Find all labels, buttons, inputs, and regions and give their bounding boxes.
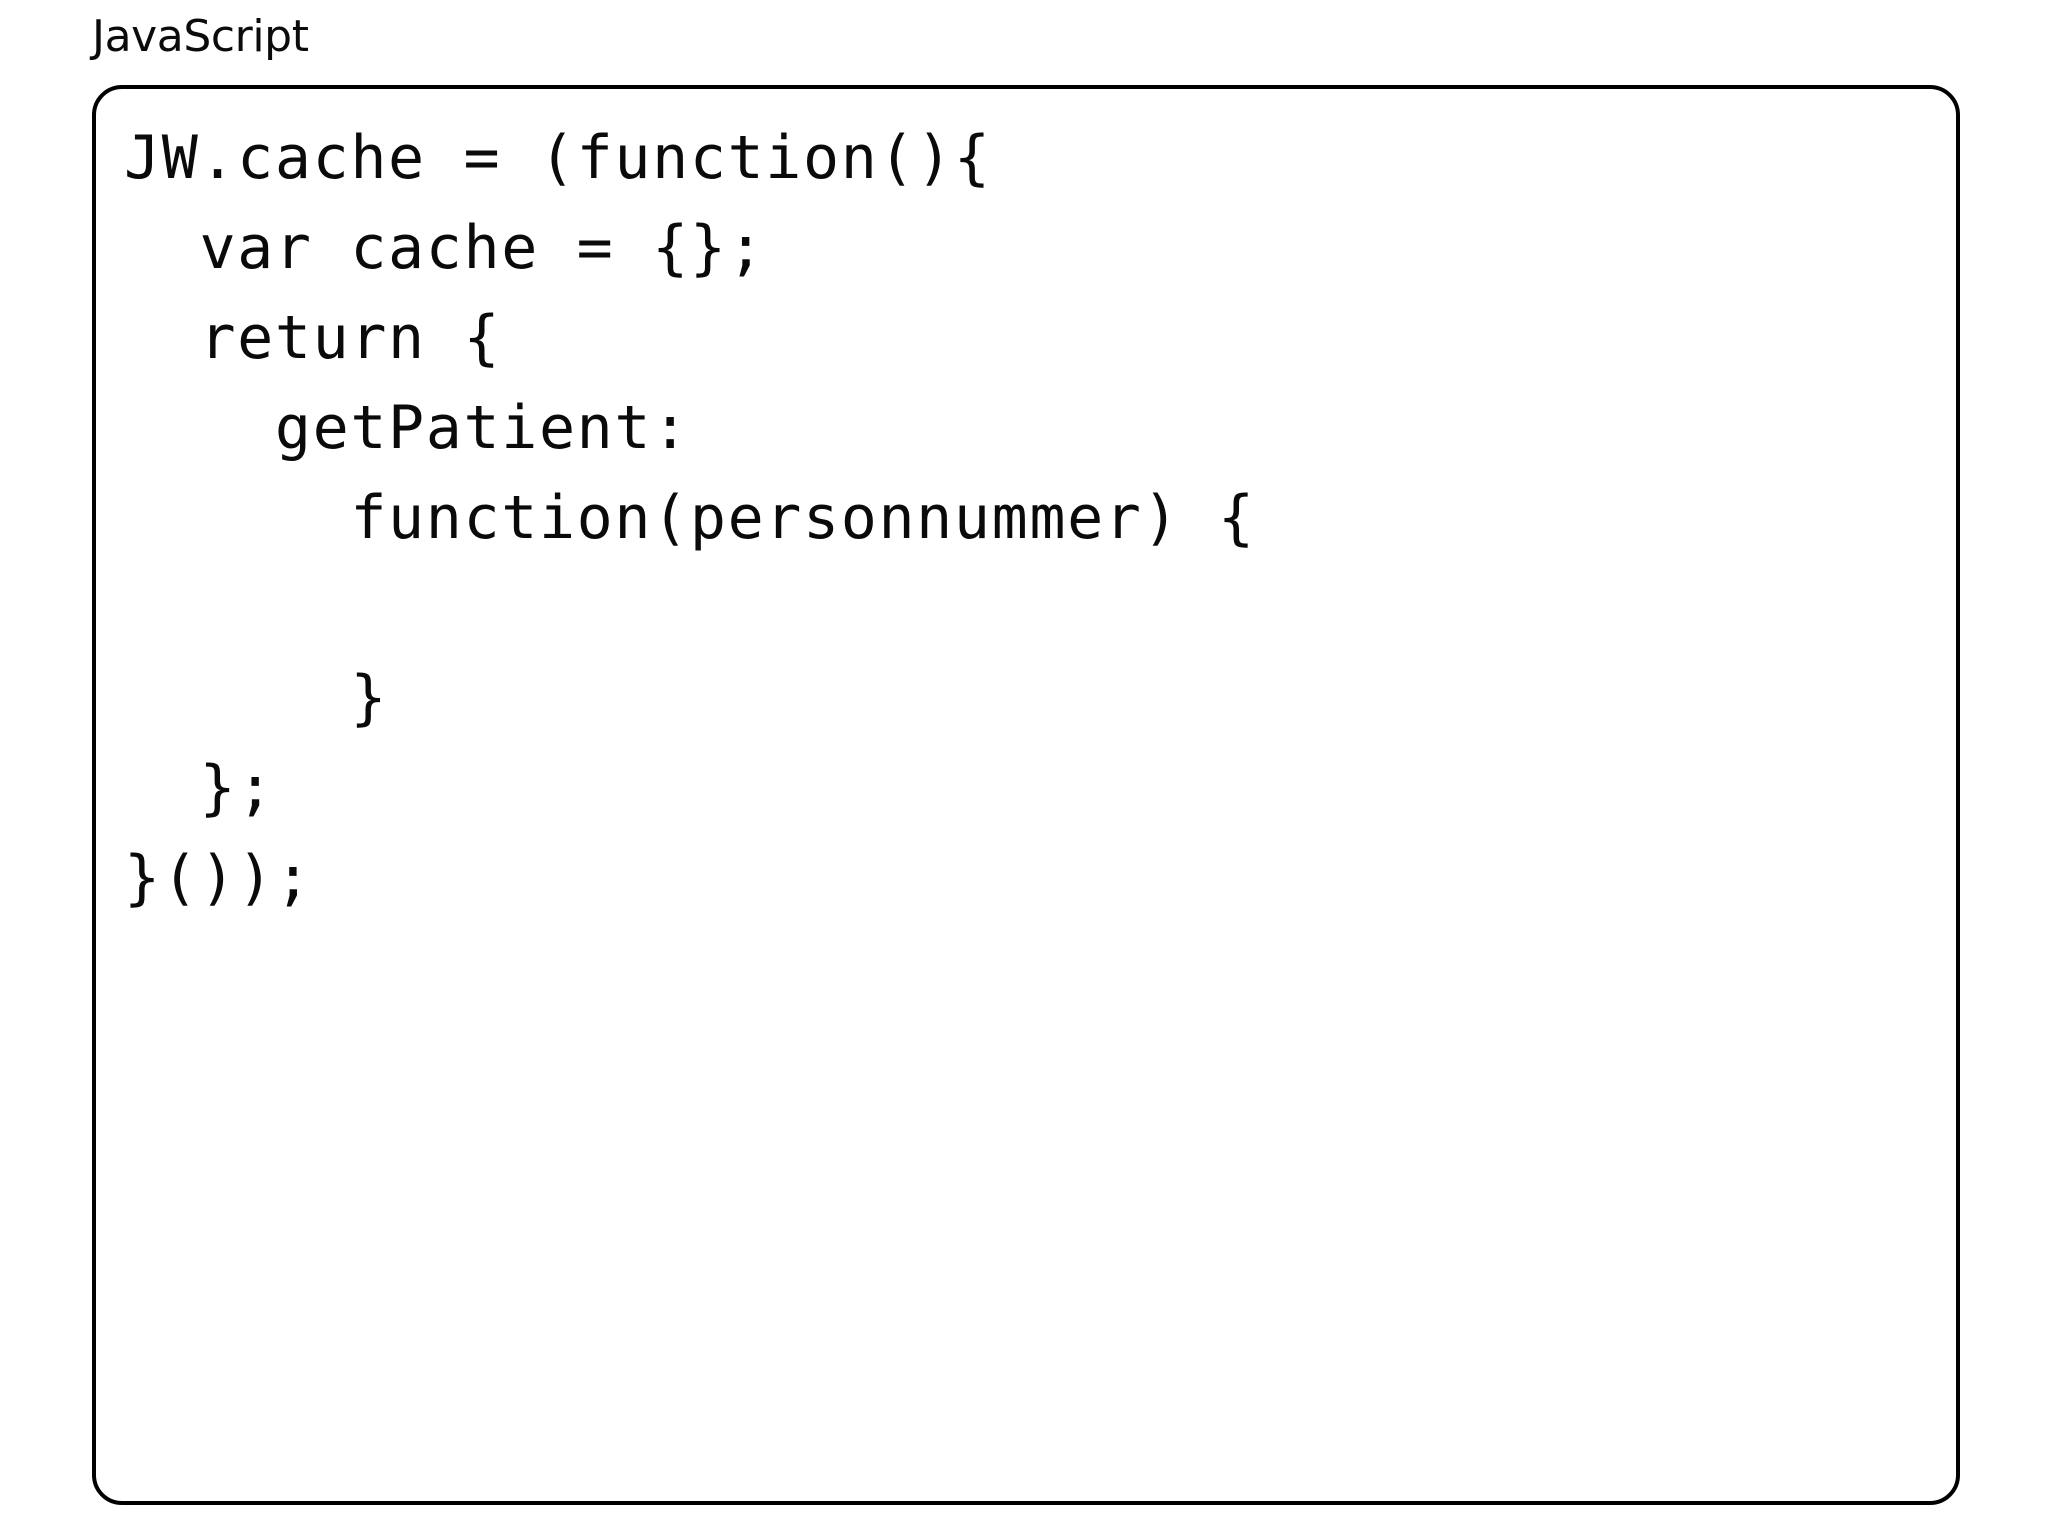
code-line: getPatient: bbox=[124, 393, 690, 463]
code-line: var cache = {}; bbox=[124, 213, 766, 283]
code-listing: JW.cache = (function(){ var cache = {}; … bbox=[124, 113, 1946, 923]
code-line: function(personnummer) { bbox=[124, 483, 1256, 553]
code-line: }()); bbox=[124, 843, 313, 913]
code-line: JW.cache = (function(){ bbox=[124, 123, 992, 193]
code-line: }; bbox=[124, 753, 275, 823]
code-line: return { bbox=[124, 303, 502, 373]
code-language-label: JavaScript bbox=[92, 11, 309, 62]
code-line bbox=[124, 563, 1946, 653]
code-block-container: JW.cache = (function(){ var cache = {}; … bbox=[92, 85, 1960, 1505]
code-line: } bbox=[124, 663, 389, 733]
